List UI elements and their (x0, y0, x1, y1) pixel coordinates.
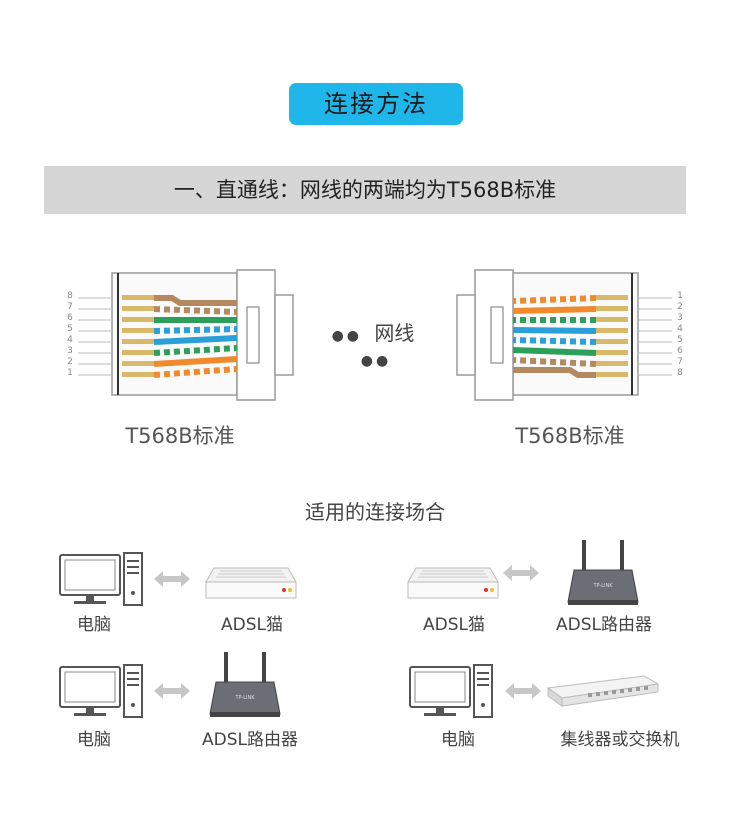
pin-number: 8 (67, 291, 73, 301)
left-standard-label: T568B标准 (125, 424, 235, 448)
adsl-modem-icon (205, 567, 297, 599)
pin-number: 6 (67, 313, 73, 323)
double-arrow-icon (154, 571, 190, 587)
device-label: 电脑 (441, 730, 475, 750)
pin-number: 6 (677, 346, 683, 356)
double-arrow-icon (154, 683, 190, 699)
pin-number: 1 (67, 368, 73, 378)
cable-label: ●● 网线 ●● (318, 317, 434, 370)
pin-number: 8 (677, 368, 683, 378)
computer-icon (59, 664, 143, 718)
double-arrow-icon (503, 565, 539, 581)
pin-number: 1 (677, 291, 683, 301)
right-rj45-connector (456, 269, 672, 401)
pin-number: 4 (67, 335, 73, 345)
pin-number: 2 (67, 357, 73, 367)
pin-number: 3 (677, 313, 683, 323)
dots-icon: ●● (331, 328, 363, 344)
pin-number: 7 (677, 357, 683, 367)
pin-number: 5 (677, 335, 683, 345)
pin-number: 3 (67, 346, 73, 356)
right-standard-label: T568B标准 (515, 424, 625, 448)
dots-icon: ●● (360, 353, 392, 369)
network-switch-icon (547, 675, 659, 707)
pin-number: 2 (677, 302, 683, 312)
left-pin-numbers: 8 7 6 5 4 3 2 1 (62, 291, 78, 379)
adsl-modem-icon (407, 567, 499, 599)
computer-icon (409, 664, 493, 718)
double-arrow-icon (505, 683, 541, 699)
router-icon (567, 539, 639, 606)
device-label: ADSL猫 (221, 615, 283, 635)
cable-label-text: 网线 (374, 321, 415, 345)
computer-icon (59, 552, 143, 606)
router-icon (209, 651, 281, 718)
device-label: 电脑 (77, 615, 111, 635)
right-pin-numbers: 1 2 3 4 5 6 7 8 (672, 291, 688, 379)
device-label: ADSL路由器 (556, 615, 652, 635)
device-label: 集线器或交换机 (560, 730, 680, 750)
pin-number: 5 (67, 324, 73, 334)
section-banner: 一、直通线：网线的两端均为T568B标准 (44, 166, 686, 214)
pin-number: 4 (677, 324, 683, 334)
left-rj45-connector (78, 269, 294, 401)
device-label: ADSL猫 (423, 615, 485, 635)
scenarios-title: 适用的连接场合 (305, 500, 445, 524)
device-label: ADSL路由器 (202, 730, 298, 750)
device-label: 电脑 (77, 730, 111, 750)
section-badge: 连接方法 (289, 83, 463, 125)
pin-number: 7 (67, 302, 73, 312)
